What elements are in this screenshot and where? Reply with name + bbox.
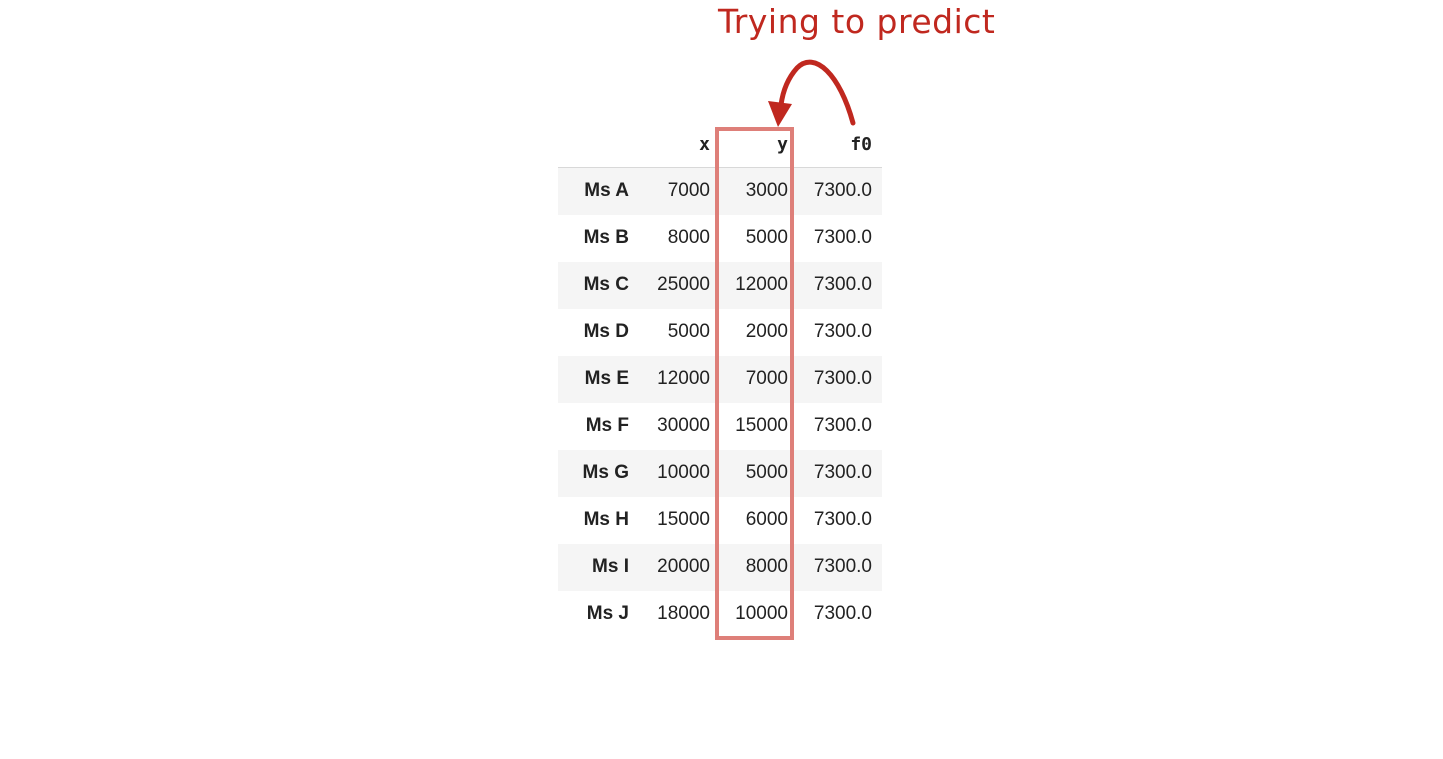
cell-f0: 7300.0 bbox=[813, 321, 872, 342]
cell-f0: 7300.0 bbox=[813, 274, 872, 295]
cell-y: 7000 bbox=[745, 368, 788, 389]
cell-x: 15000 bbox=[657, 509, 710, 530]
dataframe-table: x y f0 Ms A 7000 3000 7300.0 Ms B 8000 5… bbox=[558, 121, 882, 638]
cell-y: 8000 bbox=[745, 556, 788, 577]
cell-y: 12000 bbox=[735, 274, 788, 295]
table-row: Ms H 15000 6000 7300.0 bbox=[558, 497, 882, 544]
row-label: Ms I bbox=[592, 556, 629, 577]
cell-f0: 7300.0 bbox=[813, 227, 872, 248]
table-row: Ms G 10000 5000 7300.0 bbox=[558, 449, 882, 497]
table-row: Ms I 20000 8000 7300.0 bbox=[558, 543, 882, 591]
table-row: Ms A 7000 3000 7300.0 bbox=[558, 167, 882, 215]
column-header-y: y bbox=[720, 121, 798, 168]
cell-f0: 7300.0 bbox=[813, 509, 872, 530]
row-label: Ms A bbox=[584, 180, 629, 202]
cell-y: 10000 bbox=[735, 603, 788, 624]
cell-y: 2000 bbox=[745, 321, 788, 342]
row-label: Ms D bbox=[583, 321, 629, 342]
table-row: Ms E 12000 7000 7300.0 bbox=[558, 355, 882, 403]
row-label: Ms G bbox=[582, 462, 629, 483]
cell-y: 5000 bbox=[745, 227, 788, 248]
cell-x: 7000 bbox=[667, 180, 710, 202]
row-label: Ms J bbox=[586, 603, 629, 624]
row-label: Ms E bbox=[584, 368, 629, 389]
cell-f0: 7300.0 bbox=[813, 603, 872, 624]
table-row: Ms F 30000 15000 7300.0 bbox=[558, 403, 882, 450]
cell-x: 18000 bbox=[657, 603, 710, 624]
cell-y: 5000 bbox=[745, 462, 788, 483]
table-row: Ms D 5000 2000 7300.0 bbox=[558, 309, 882, 356]
cell-x: 20000 bbox=[657, 556, 710, 577]
cell-x: 10000 bbox=[657, 462, 710, 483]
cell-x: 5000 bbox=[667, 321, 710, 342]
cell-x: 12000 bbox=[657, 368, 710, 389]
column-header-f0: f0 bbox=[798, 121, 882, 168]
cell-f0: 7300.0 bbox=[813, 180, 872, 202]
cell-x: 25000 bbox=[657, 274, 710, 295]
index-header bbox=[558, 121, 639, 168]
cell-y: 6000 bbox=[745, 509, 788, 530]
table-row: Ms B 8000 5000 7300.0 bbox=[558, 215, 882, 262]
cell-f0: 7300.0 bbox=[813, 415, 872, 436]
row-label: Ms C bbox=[583, 274, 629, 295]
row-label: Ms B bbox=[583, 227, 629, 248]
cell-y: 15000 bbox=[735, 415, 788, 436]
cell-x: 30000 bbox=[657, 415, 710, 436]
table-row: Ms C 25000 12000 7300.0 bbox=[558, 261, 882, 309]
cell-f0: 7300.0 bbox=[813, 462, 872, 483]
column-header-x: x bbox=[639, 121, 720, 168]
cell-f0: 7300.0 bbox=[813, 368, 872, 389]
cell-y: 3000 bbox=[745, 180, 788, 202]
table-row: Ms J 18000 10000 7300.0 bbox=[558, 591, 882, 638]
arrow-shaft bbox=[778, 59, 856, 126]
annotation-label: Trying to predict bbox=[718, 2, 996, 41]
cell-x: 8000 bbox=[667, 227, 710, 248]
header-row: x y f0 bbox=[558, 121, 882, 168]
row-label: Ms F bbox=[585, 415, 629, 436]
row-label: Ms H bbox=[583, 509, 629, 530]
cell-f0: 7300.0 bbox=[813, 556, 872, 577]
